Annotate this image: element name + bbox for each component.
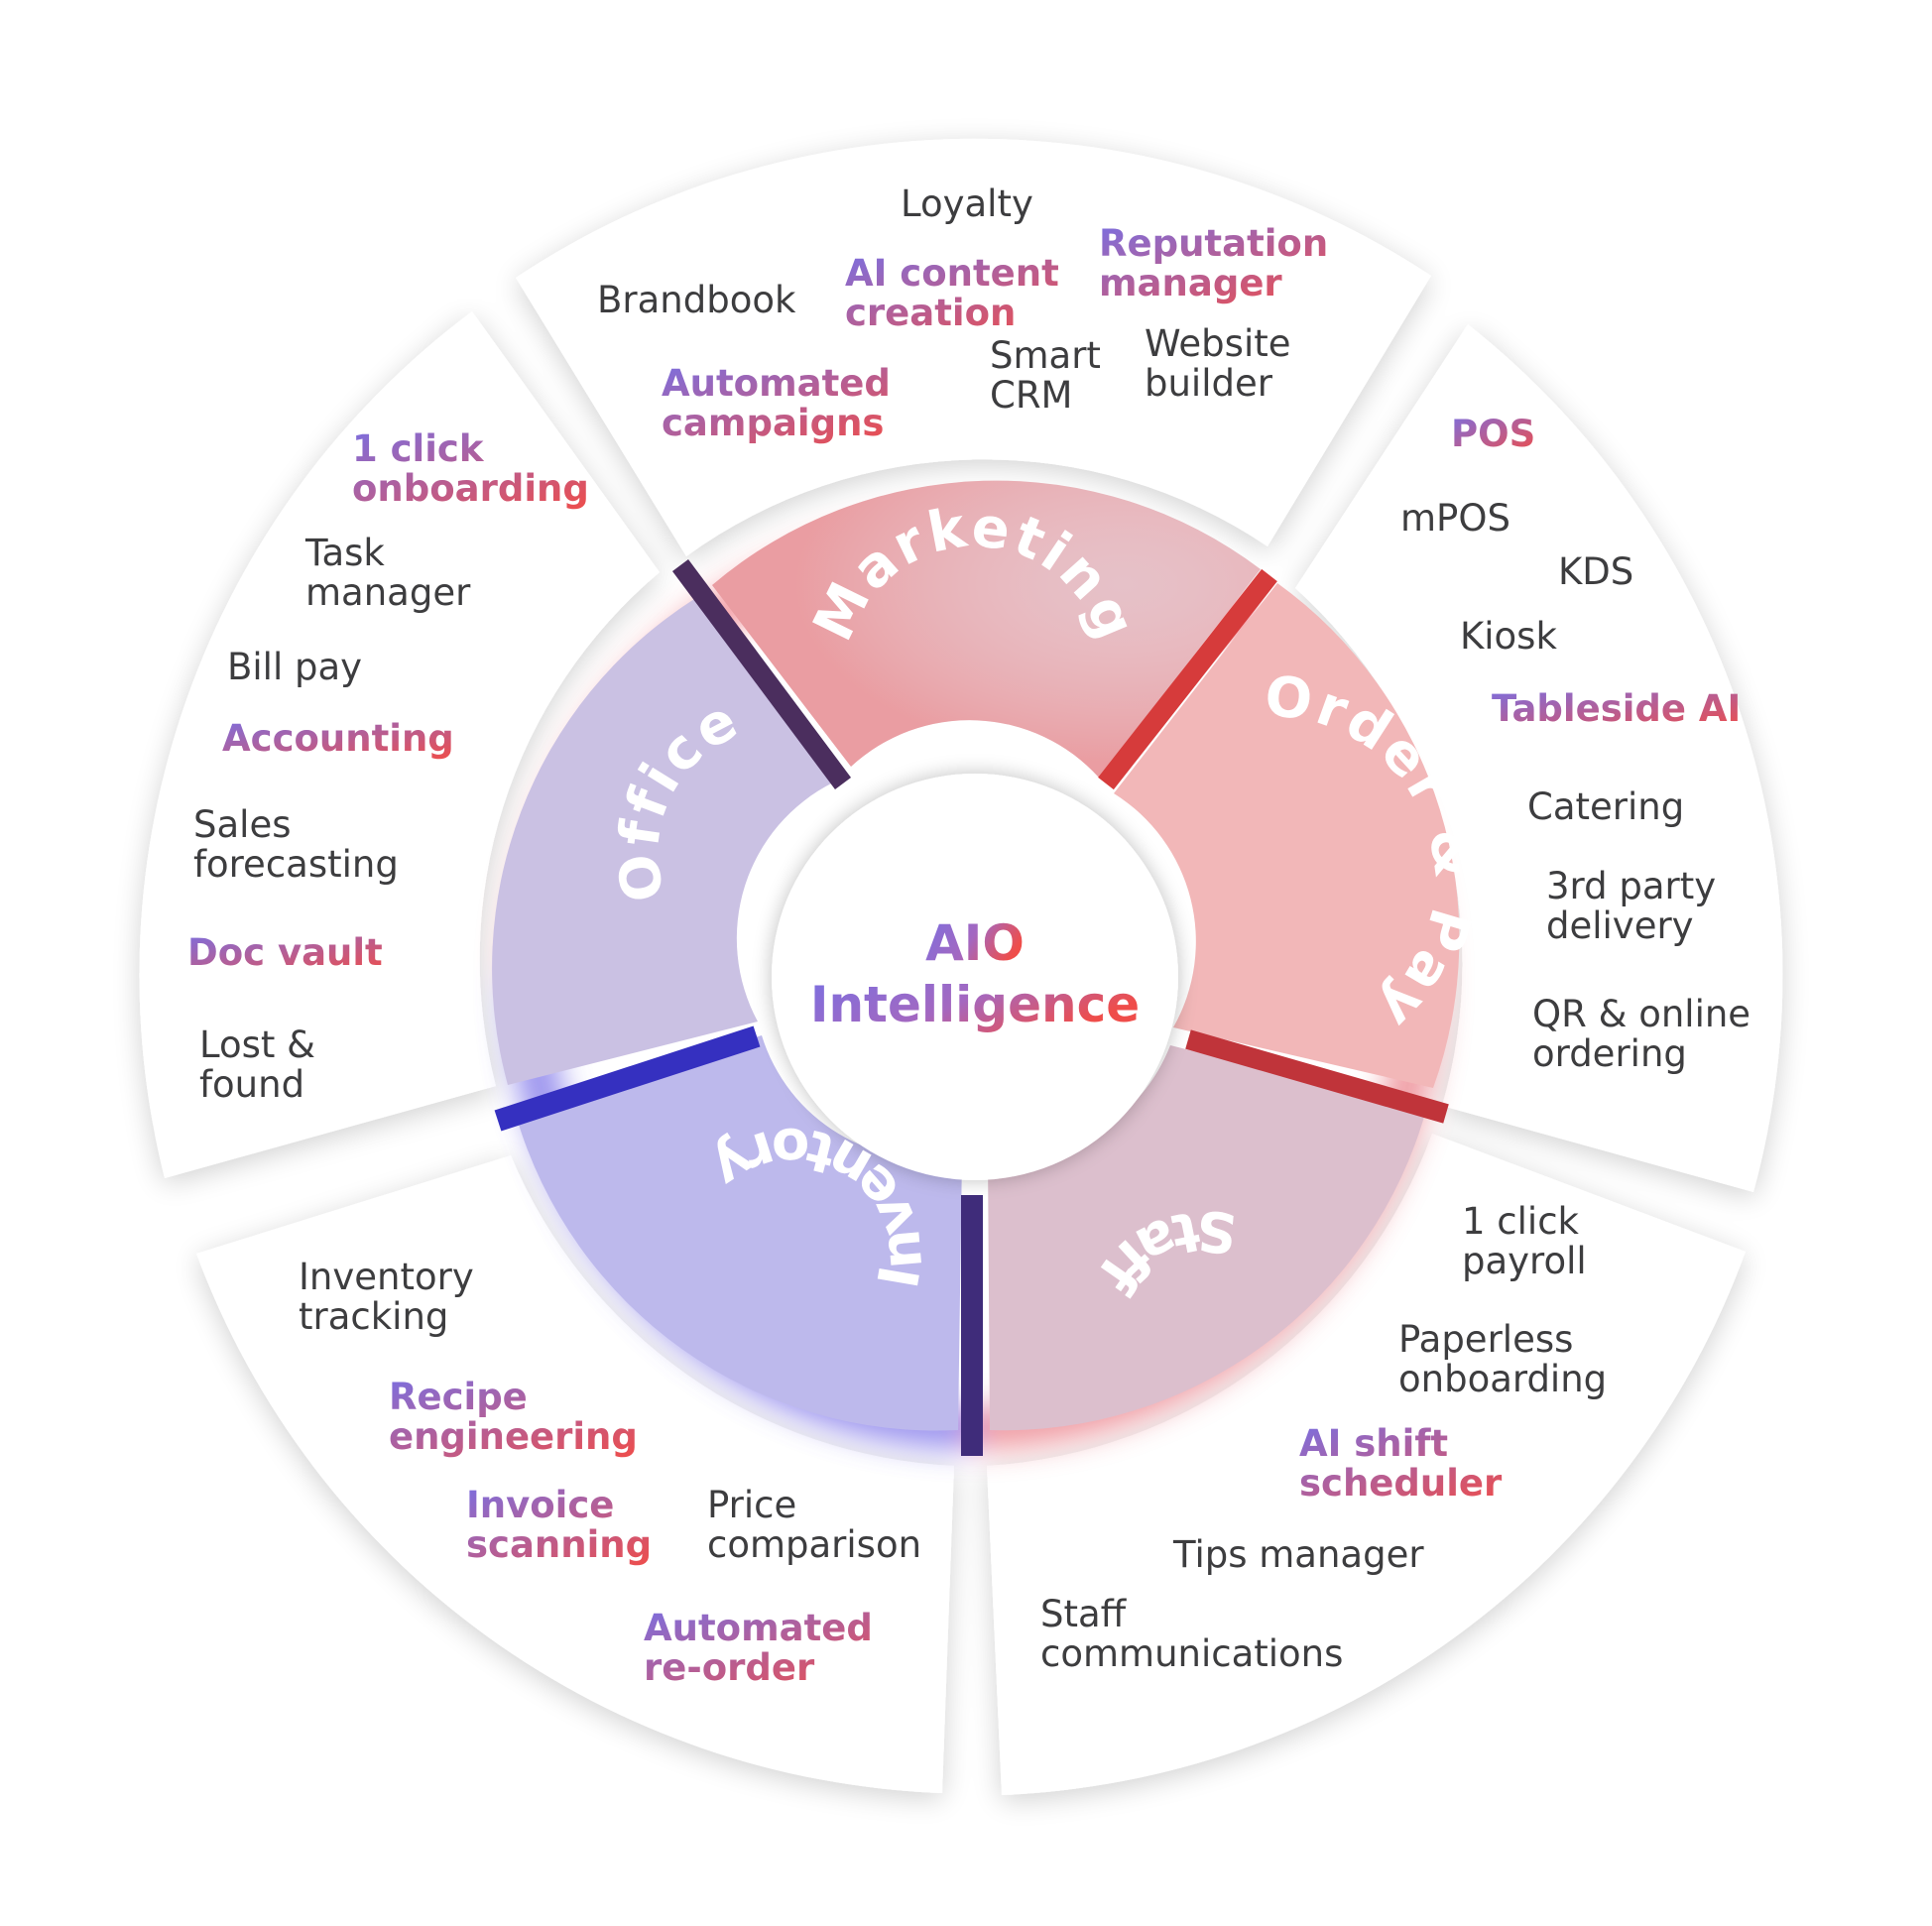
divider-marketing-order xyxy=(1098,568,1277,790)
feature-doc-vault: Doc vault xyxy=(187,931,383,974)
feature-pos: POS xyxy=(1451,413,1535,455)
feature-tableside-ai: Tableside AI xyxy=(1492,687,1741,730)
card-staff xyxy=(987,1134,1746,1795)
divider-office-marketing xyxy=(671,559,852,789)
divider-inventory-office xyxy=(494,1025,761,1132)
card-order-pay xyxy=(1295,324,1783,1192)
card-marketing xyxy=(516,138,1431,556)
card-inventory xyxy=(196,1155,954,1793)
inner-ring xyxy=(492,480,1460,1431)
feature-accounting: Accounting xyxy=(222,717,454,760)
feature-catering: Catering xyxy=(1527,785,1684,828)
feature-kiosk: Kiosk xyxy=(1460,615,1557,658)
feature-loyalty: Loyalty xyxy=(901,182,1033,225)
center-title-line2: Intelligence xyxy=(810,976,1140,1033)
feature-mpos: mPOS xyxy=(1400,497,1510,540)
feature-brandbook: Brandbook xyxy=(597,279,796,321)
center-disc xyxy=(772,774,1178,1180)
segment-office xyxy=(492,599,833,1085)
segment-staff xyxy=(988,1045,1426,1431)
segment-inventory xyxy=(516,1035,962,1431)
card-office xyxy=(139,311,661,1178)
feature-lost-found: Lost &found xyxy=(199,1023,315,1106)
segment-dividers xyxy=(494,559,1449,1456)
segment-order-pay xyxy=(1114,583,1460,1088)
feature-tips-manager: Tips manager xyxy=(1172,1533,1424,1576)
feature-bill-pay: Bill pay xyxy=(227,646,362,688)
outer-cards xyxy=(139,138,1783,1795)
center-title-line1: AIO xyxy=(925,914,1025,972)
divider-order-staff xyxy=(1185,1029,1449,1124)
feature-kds: KDS xyxy=(1558,550,1633,593)
